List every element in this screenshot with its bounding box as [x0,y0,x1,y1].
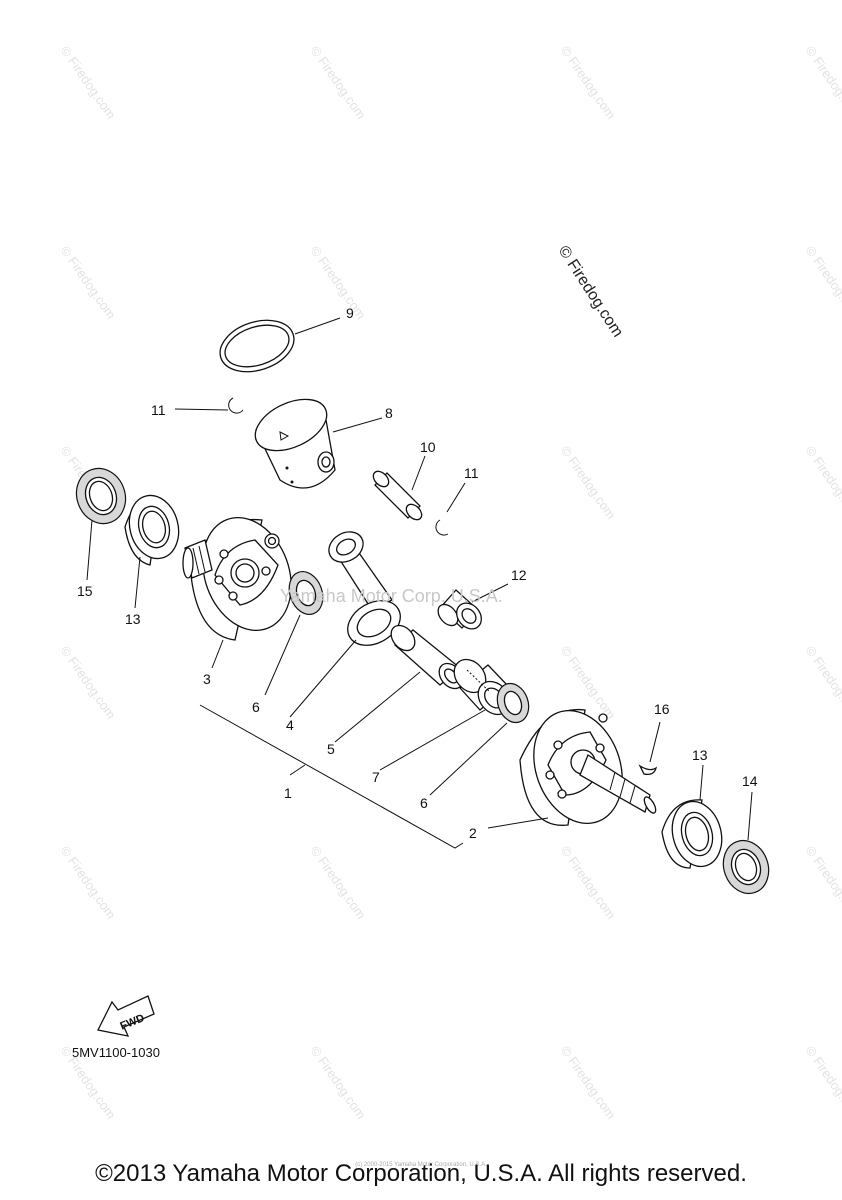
callout-labels: 1 2 3 4 5 6 6 7 8 9 10 11 11 12 13 13 14… [77,305,758,841]
fwd-arrow-icon: FWD [97,995,155,1037]
callout-13b: 13 [692,747,708,763]
bearing-left [124,494,180,609]
bearing-right [661,764,723,869]
oil-seal-right [722,791,770,895]
watermark-tile: © Firedog.com [803,443,842,522]
callout-13a: 13 [125,611,141,627]
callout-10: 10 [420,439,436,455]
watermark-tile: © Firedog.com [58,243,119,322]
watermark-tile: © Firedog.com [558,1043,619,1122]
copyright-footer: ©2013 Yamaha Motor Corporation, U.S.A. A… [95,1160,747,1187]
watermark-tile: © Firedog.com [58,643,119,722]
piston-pin [372,455,426,521]
watermark-tile: © Firedog.com [558,43,619,122]
tiny-copyright: (c) 2000-2015 Yamaha Motor Corporation, … [355,1162,487,1168]
assembly-bracket [199,704,464,849]
watermark-tile: © Firedog.com [308,43,369,122]
callout-9: 9 [346,305,354,321]
watermark-tile: © Firedog.com [558,443,619,522]
part-code: 5MV1100-1030 [72,1045,160,1060]
oil-seal-left [75,467,127,581]
callout-2: 2 [469,825,477,841]
watermark-tile: © Firedog.com [803,843,842,922]
watermark-tile: © Firedog.com [558,643,619,722]
callout-15: 15 [77,583,93,599]
watermark-tile: © Firedog.com [803,643,842,722]
circlip-bottom [435,482,466,536]
watermark-tile: © Firedog.com [58,843,119,922]
callout-6b: 6 [420,795,428,811]
callout-14: 14 [742,773,758,789]
callout-11a: 11 [151,402,166,418]
piston-ring [219,317,341,373]
thrust-washer-left [264,571,324,696]
watermark-tile: © Firedog.com [308,843,369,922]
watermark-tile: © Firedog.com [558,843,619,922]
callout-16: 16 [654,701,670,717]
callout-6a: 6 [252,699,260,715]
woodruff-key [638,721,661,776]
crank-half-left [182,516,292,669]
watermark-tile: © Firedog.com [58,43,119,122]
connecting-rod [289,531,401,718]
circlip-top [174,397,244,414]
piston [254,398,383,489]
crank-half-right [487,708,657,829]
callout-12: 12 [511,567,527,583]
callout-5: 5 [327,741,335,757]
center-watermark: Yamaha Motor Corp. U.S.A. [280,586,503,606]
callout-4: 4 [286,717,294,733]
watermark-tile: © Firedog.com [308,243,369,322]
watermark-tile: © Firedog.com [308,1043,369,1122]
callout-7: 7 [372,769,380,785]
small-end-bearing [437,583,509,630]
watermark-tile: © Firedog.com [803,1043,842,1122]
firedog-watermark: © Firedog.com [555,243,627,340]
callout-1: 1 [284,785,292,801]
thrust-washer-right [429,682,530,796]
callout-8: 8 [385,405,393,421]
callout-11b: 11 [464,465,479,481]
watermark-tile: © Firedog.com [803,43,842,122]
watermark-tiles: © Firedog.com © Firedog.com © Firedog.co… [58,43,842,1122]
watermark-tile: © Firedog.com [803,243,842,322]
callout-3: 3 [203,671,211,687]
